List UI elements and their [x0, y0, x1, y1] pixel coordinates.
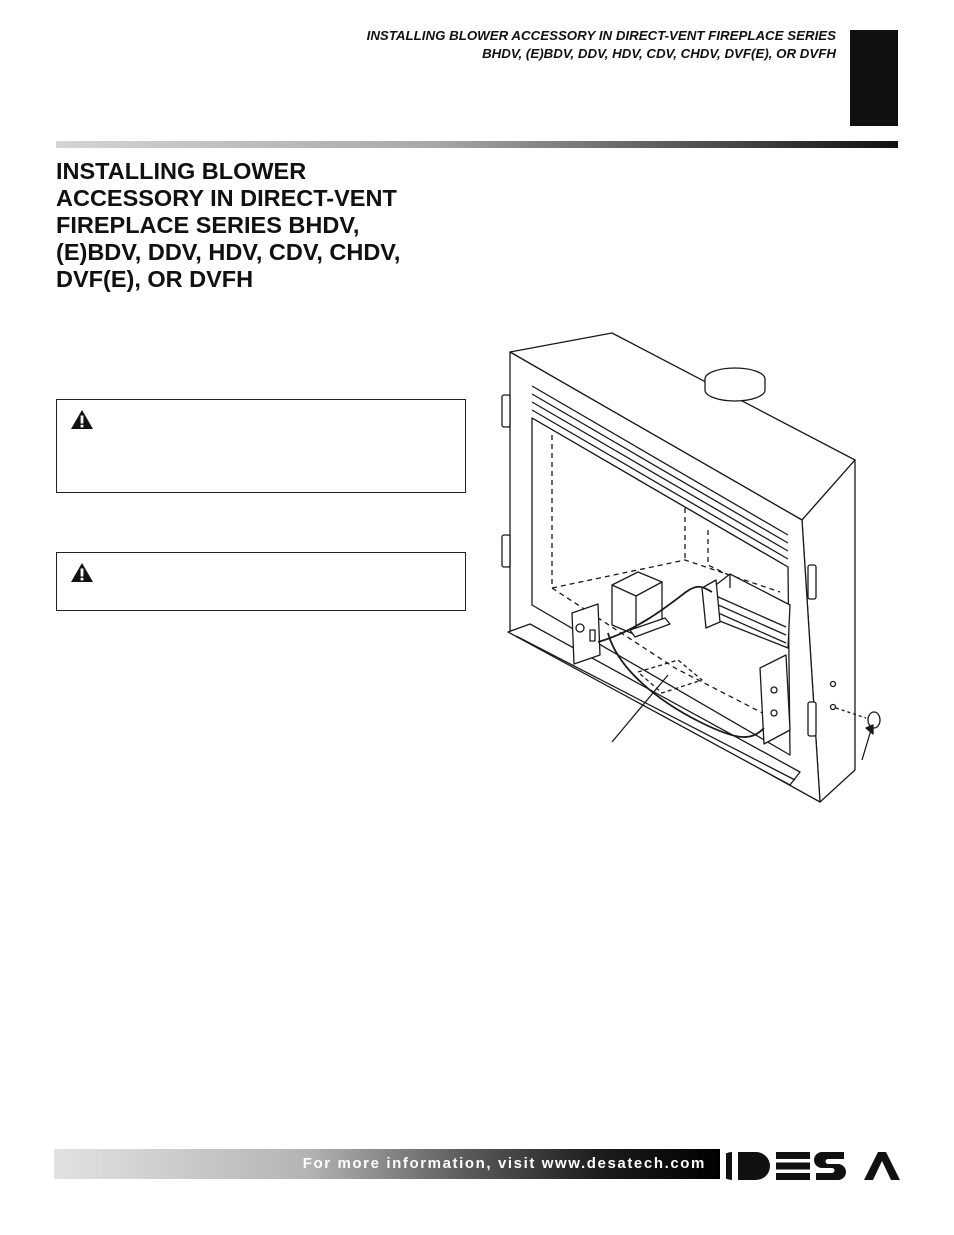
running-header-line-2: BHDV, (E)BDV, DDV, HDV, CDV, CHDV, DVF(E… [482, 46, 836, 61]
running-header: INSTALLING BLOWER ACCESSORY IN DIRECT-VE… [200, 27, 836, 63]
footer-link-text[interactable]: For more information, visit www.desatech… [302, 1155, 706, 1172]
warning-box [56, 399, 466, 493]
header-rule [56, 141, 898, 148]
title-line: FIREPLACE SERIES BHDV, [56, 212, 360, 238]
title-line: ACCESSORY IN DIRECT-VENT [56, 185, 397, 211]
section-tab [850, 30, 898, 126]
title-line: DVF(E), OR DVFH [56, 266, 254, 292]
warning-triangle-icon [71, 563, 93, 582]
running-header-line-1: INSTALLING BLOWER ACCESSORY IN DIRECT-VE… [366, 28, 836, 43]
footer-bar: For more information, visit www.desatech… [54, 1149, 720, 1179]
title-line: INSTALLING BLOWER [56, 158, 307, 184]
page-title: INSTALLING BLOWER ACCESSORY IN DIRECT-VE… [56, 158, 496, 293]
warning-triangle-icon [71, 410, 93, 429]
fireplace-blower-diagram [501, 332, 881, 803]
title-line: (E)BDV, DDV, HDV, CDV, CHDV, [56, 239, 401, 265]
warning-box [56, 552, 466, 611]
desa-logo [726, 1152, 902, 1180]
